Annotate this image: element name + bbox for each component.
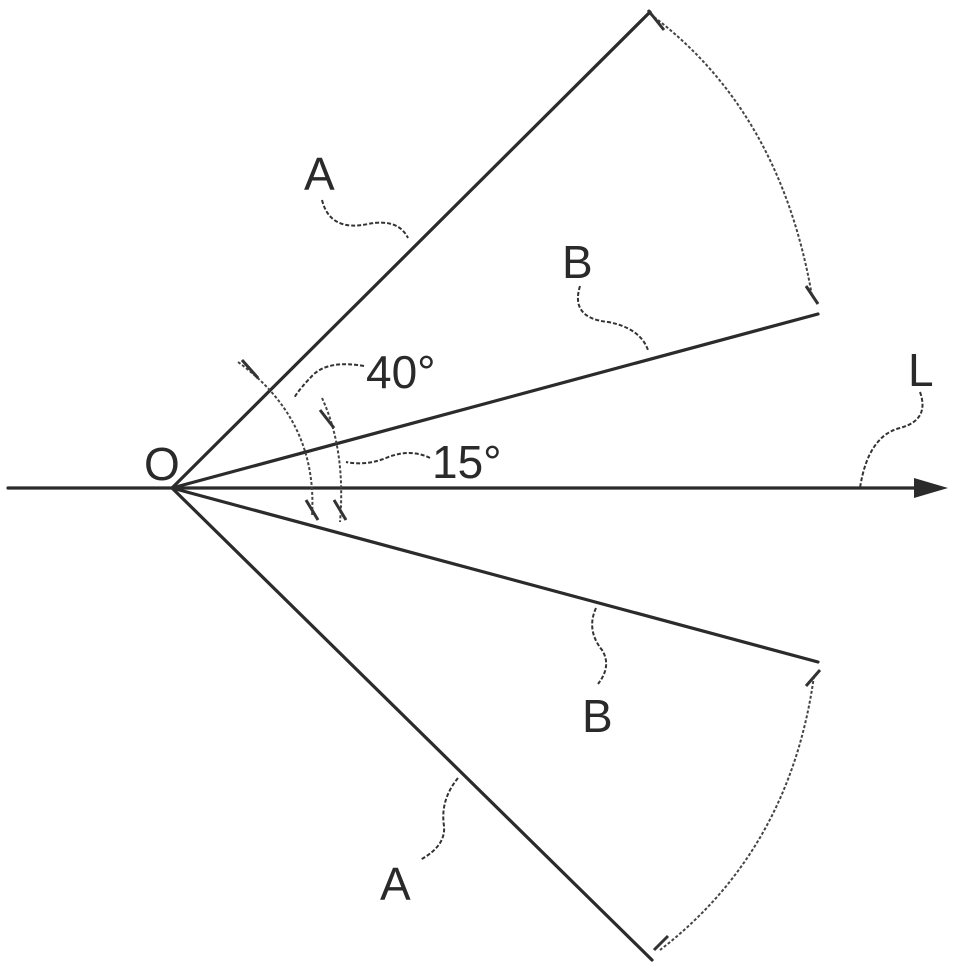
arc-lower-sector [659,675,815,951]
arc-upper-sector [649,13,813,297]
axis-arrowhead [914,478,948,498]
label-a-lower: A [380,858,411,910]
angle-arc-15 [321,397,343,523]
leader-a-upper [321,199,409,239]
label-angle-15: 15° [432,436,502,488]
ray-b-upper [170,312,820,490]
leader-a-lower [419,777,459,861]
arc-upper-tick-b [804,285,820,305]
label-axis-l: L [908,344,934,396]
leader-b-upper [577,285,649,351]
label-b-upper: B [562,236,593,288]
arc-lower-tick-b [804,669,822,687]
leader-b-lower [591,607,608,685]
leader-40 [293,363,365,399]
angle-arc-15-end-tick [332,499,348,521]
ray-a-lower [170,486,654,962]
label-a-upper: A [304,148,335,200]
ray-b-lower [170,486,820,664]
angle-arc-40-end-tick [304,499,320,521]
label-origin: O [144,438,180,490]
leader-15 [345,452,431,465]
angle-arc-15-start-tick [318,409,336,429]
arc-upper-tick-a [646,9,666,31]
arc-lower-tick-a [652,934,670,952]
ray-a-upper [170,10,652,490]
label-angle-40: 40° [366,346,436,398]
leader-l [859,391,924,489]
label-b-lower: B [582,690,613,742]
angle-arc-40-start-tick [240,359,260,379]
